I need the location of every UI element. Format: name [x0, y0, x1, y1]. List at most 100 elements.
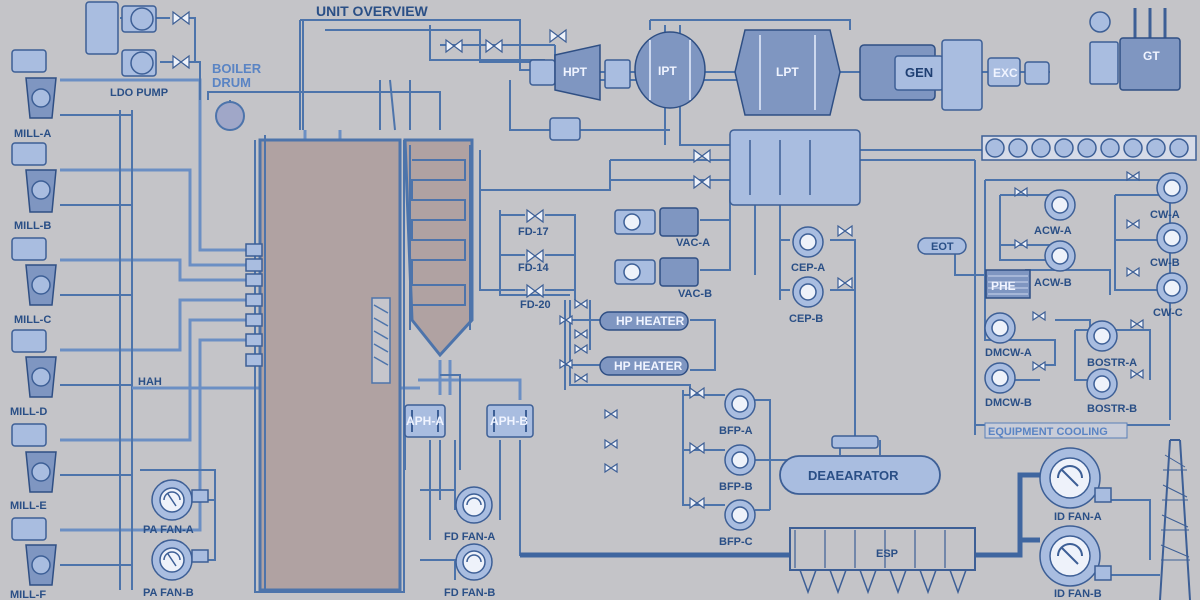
pa-fan-a-label: PA FAN-A	[143, 524, 194, 536]
fd-fan-b[interactable]: FD FAN-B	[444, 543, 495, 599]
eot[interactable]: EOT	[917, 237, 967, 255]
aph-b-label: APH-B	[490, 414, 528, 428]
dmcw-b-label: DMCW-B	[985, 397, 1032, 409]
burner-rows	[245, 243, 263, 367]
ldo-pump-group[interactable]: LDO PUMP	[85, 1, 190, 99]
aph-b[interactable]: APH-B	[486, 404, 534, 438]
fd-20-valve[interactable]: FD-20	[520, 283, 551, 311]
ipt-label: IPT	[658, 64, 677, 78]
acw-a[interactable]: ACW-A	[1014, 186, 1076, 237]
ldo-pump-label: LDO PUMP	[110, 87, 168, 99]
phe-label: PHE	[991, 279, 1016, 293]
boiler-furnace	[254, 135, 474, 593]
exciter[interactable]: EXC	[987, 57, 1021, 87]
drum-icon	[215, 101, 245, 131]
fd-fan-a-label: FD FAN-A	[444, 531, 495, 543]
boiler-drum-label-2: DRUM	[212, 75, 251, 90]
mill-a[interactable]: MILL-A	[11, 49, 57, 140]
mill-d-label: MILL-D	[10, 406, 47, 418]
hp-heater-1-label: HP HEATER	[616, 314, 685, 328]
cep-a-label: CEP-A	[791, 262, 825, 274]
mill-f-label: MILL-F	[10, 589, 46, 600]
mill-a-label: MILL-A	[14, 128, 51, 140]
cw-a[interactable]: CW-A	[1126, 170, 1188, 230]
aph-a-label: APH-A	[406, 414, 444, 428]
bostr-a-label: BOSTR-A	[1087, 357, 1137, 369]
bostr-a[interactable]: BOSTR-A	[1086, 318, 1144, 369]
fd-17-label: FD-17	[518, 226, 549, 238]
fd-17-valve[interactable]: FD-17	[518, 208, 549, 238]
mill-e[interactable]: MILL-E	[10, 423, 57, 512]
mill-b-label: MILL-B	[14, 220, 51, 232]
fd-fan-a[interactable]: FD FAN-A	[444, 486, 495, 543]
bfp-a-label: BFP-A	[719, 425, 753, 437]
hp-heater-valves[interactable]	[559, 298, 618, 474]
cw-b[interactable]: CW-B	[1126, 222, 1188, 278]
acw-a-label: ACW-A	[1034, 225, 1072, 237]
fd-14-valve[interactable]: FD-14	[518, 248, 549, 274]
mill-f[interactable]: MILL-F	[10, 517, 57, 600]
ldo-tank	[85, 1, 119, 55]
cooling-tower-fans[interactable]	[981, 135, 1197, 161]
mill-c[interactable]: MILL-C	[11, 237, 57, 326]
bfp-c[interactable]: BFP-C	[689, 496, 756, 548]
cw-c[interactable]: CW-C	[1153, 272, 1188, 319]
hpt-label: HPT	[563, 65, 588, 79]
bfp-b[interactable]: BFP-B	[689, 441, 756, 493]
economizer-icon	[371, 297, 391, 384]
dmcw-a-label: DMCW-A	[985, 347, 1032, 359]
boiler-drum[interactable]: BOILER DRUM	[212, 61, 262, 131]
esp[interactable]: ESP	[789, 527, 976, 595]
acw-b[interactable]: ACW-B	[1014, 238, 1076, 289]
vac-pump-a[interactable]: VAC-A	[614, 207, 710, 249]
mill-d[interactable]: MILL-D	[10, 329, 57, 418]
pa-fan-b-label: PA FAN-B	[143, 587, 194, 599]
cw-b-label: CW-B	[1150, 257, 1180, 269]
bostr-b[interactable]: BOSTR-B	[1086, 368, 1144, 415]
hp-bypass-icon	[549, 117, 581, 141]
page-title: UNIT OVERVIEW	[316, 3, 429, 19]
eot-label: EOT	[931, 241, 954, 253]
dmcw-a[interactable]: DMCW-A	[984, 310, 1046, 359]
dmcw-b[interactable]: DMCW-B	[984, 360, 1046, 409]
bfp-c-label: BFP-C	[719, 536, 753, 548]
hp-heater-2[interactable]: HP HEATER	[599, 356, 689, 376]
aph-a[interactable]: APH-A	[404, 404, 446, 438]
hp-heater-2-label: HP HEATER	[614, 359, 683, 373]
deaerator[interactable]: DEAEARATOR	[779, 435, 941, 495]
esp-label: ESP	[876, 548, 898, 560]
generator[interactable]: GEN	[859, 44, 944, 101]
id-fan-a[interactable]: ID FAN-A	[1039, 447, 1112, 523]
fd-20-label: FD-20	[520, 299, 551, 311]
gen-label: GEN	[905, 65, 933, 80]
vac-pump-b[interactable]: VAC-B	[614, 257, 712, 300]
pa-fan-a[interactable]: PA FAN-A	[143, 479, 209, 536]
lpt-label: LPT	[776, 65, 799, 79]
vac-a-label: VAC-A	[676, 237, 710, 249]
mill-b[interactable]: MILL-B	[11, 142, 57, 232]
bostr-b-label: BOSTR-B	[1087, 403, 1137, 415]
generator-transformer[interactable]: GT	[1089, 8, 1181, 91]
id-fan-b[interactable]: ID FAN-B	[1039, 525, 1112, 600]
lpt[interactable]: LPT	[734, 29, 841, 116]
equipment-cooling-label: EQUIPMENT COOLING	[988, 426, 1108, 438]
hp-heater-1[interactable]: HP HEATER	[599, 311, 689, 331]
equipment-cooling[interactable]: EQUIPMENT COOLING	[984, 422, 1128, 439]
deaerator-label: DEAEARATOR	[808, 468, 899, 483]
pa-fan-b[interactable]: PA FAN-B	[143, 539, 209, 599]
condenser[interactable]	[693, 129, 861, 206]
main-steam-valves[interactable]	[445, 28, 567, 54]
fd-14-label: FD-14	[518, 262, 549, 274]
hpt[interactable]: HPT	[554, 44, 601, 101]
cep-a[interactable]: CEP-A	[791, 224, 853, 274]
hah-label: HAH	[138, 376, 162, 388]
acw-b-label: ACW-B	[1034, 277, 1072, 289]
ipt[interactable]: IPT	[634, 31, 706, 109]
cep-b-label: CEP-B	[789, 313, 823, 325]
phe[interactable]: PHE	[985, 269, 1031, 299]
gt-label: GT	[1143, 49, 1160, 63]
bfp-a[interactable]: BFP-A	[689, 386, 756, 437]
cw-a-label: CW-A	[1150, 209, 1180, 221]
cep-b[interactable]: CEP-B	[789, 276, 853, 325]
